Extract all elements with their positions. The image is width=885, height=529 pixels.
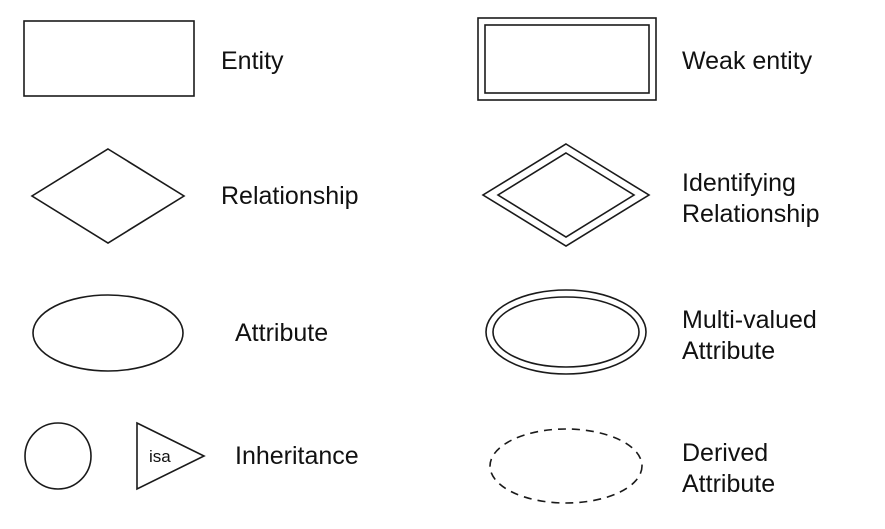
- derived-attribute-label-line2: Attribute: [682, 470, 776, 498]
- attribute-symbol: [32, 294, 184, 372]
- isa-label: isa: [149, 447, 171, 466]
- attribute-label: Attribute: [235, 319, 329, 347]
- entity-label: Entity: [221, 47, 284, 75]
- derived-attribute-label-line1: Derived: [682, 439, 769, 467]
- weak-entity-symbol: [477, 17, 657, 101]
- relationship-symbol: [30, 148, 186, 244]
- relationship-label: Relationship: [221, 182, 359, 210]
- weak-entity-label: Weak entity: [682, 47, 813, 75]
- isa-triangle-symbol: isa: [136, 421, 206, 491]
- entity-symbol: [23, 20, 195, 97]
- inheritance-label: Inheritance: [235, 442, 359, 470]
- identifying-relationship-symbol: [481, 143, 651, 247]
- inheritance-circle-symbol: [24, 422, 92, 490]
- identifying-relationship-label-line1: Identifying: [682, 169, 796, 197]
- multi-valued-attribute-label: Multi-valued Attribute: [682, 305, 817, 367]
- derived-attribute-label: Derived Attribute: [682, 438, 775, 500]
- identifying-relationship-label-line2: Relationship: [682, 200, 820, 228]
- multi-valued-attribute-symbol: [485, 289, 647, 375]
- derived-attribute-symbol: [489, 428, 643, 504]
- identifying-relationship-label: Identifying Relationship: [682, 168, 820, 230]
- multi-valued-attribute-label-line2: Attribute: [682, 337, 776, 365]
- multi-valued-attribute-label-line1: Multi-valued: [682, 306, 817, 334]
